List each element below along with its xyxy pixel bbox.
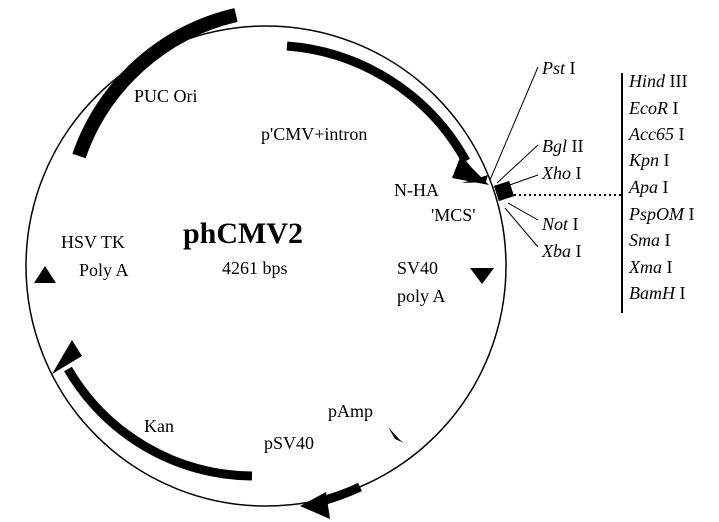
puc-ori-segment <box>72 8 238 159</box>
pcmv-label: p'CMV+intron <box>261 124 367 144</box>
hsv-tk-label-line1: HSV TK <box>61 232 125 252</box>
n-ha-label: N-HA <box>394 180 439 200</box>
psv40-arrowhead <box>300 492 330 519</box>
mcs-label: 'MCS' <box>431 205 476 225</box>
mcs-site-pspom: PspOM I <box>628 204 695 224</box>
mcs-site-acc65: Acc65 I <box>628 124 684 144</box>
n-ha-marker <box>462 175 488 183</box>
site-xho: Xho I <box>541 163 582 183</box>
sv40-polya-marker <box>470 268 494 284</box>
mcs-site-ecor: EcoR I <box>628 98 678 118</box>
puc-ori-label: PUC Ori <box>134 86 198 106</box>
not-leader-line <box>507 202 539 221</box>
mcs-block <box>493 180 515 202</box>
site-not: Not I <box>541 214 579 234</box>
mcs-site-apa: Apa I <box>628 177 669 197</box>
xba-leader-line <box>504 207 539 248</box>
pcmv-arrow-body <box>286 41 470 164</box>
psv40-label: pSV40 <box>264 433 314 453</box>
hsv-tk-polya-marker <box>34 266 56 283</box>
pst-leader-line <box>489 66 539 181</box>
sv40-polya-label-line1: SV40 <box>397 258 438 278</box>
bgl-leader-line <box>496 144 539 184</box>
pamp-marker <box>388 427 404 443</box>
mcs-site-sma: Sma I <box>629 230 671 250</box>
plasmid-name: phCMV2 <box>183 217 303 250</box>
hsv-tk-label-line2: Poly A <box>79 260 129 280</box>
kan-label: Kan <box>144 416 174 436</box>
mcs-site-bamh: BamH I <box>629 283 686 303</box>
plasmid-backbone <box>25 25 507 507</box>
xho-leader-line <box>503 174 539 188</box>
sv40-polya-label-line2: poly A <box>397 286 446 306</box>
kan-arrowhead <box>52 340 82 374</box>
site-bgl: Bgl II <box>542 136 584 156</box>
site-pst: Pst I <box>541 58 576 78</box>
site-xba: Xba I <box>541 241 582 261</box>
pcmv-arrowhead <box>452 155 489 185</box>
mcs-site-xma: Xma I <box>628 257 673 277</box>
mcs-site-hind: Hind III <box>628 71 687 91</box>
kan-arrow-body <box>64 366 253 481</box>
pamp-label: pAmp <box>328 401 373 421</box>
mcs-site-kpn: Kpn I <box>628 150 670 170</box>
plasmid-size: 4261 bps <box>222 258 288 278</box>
